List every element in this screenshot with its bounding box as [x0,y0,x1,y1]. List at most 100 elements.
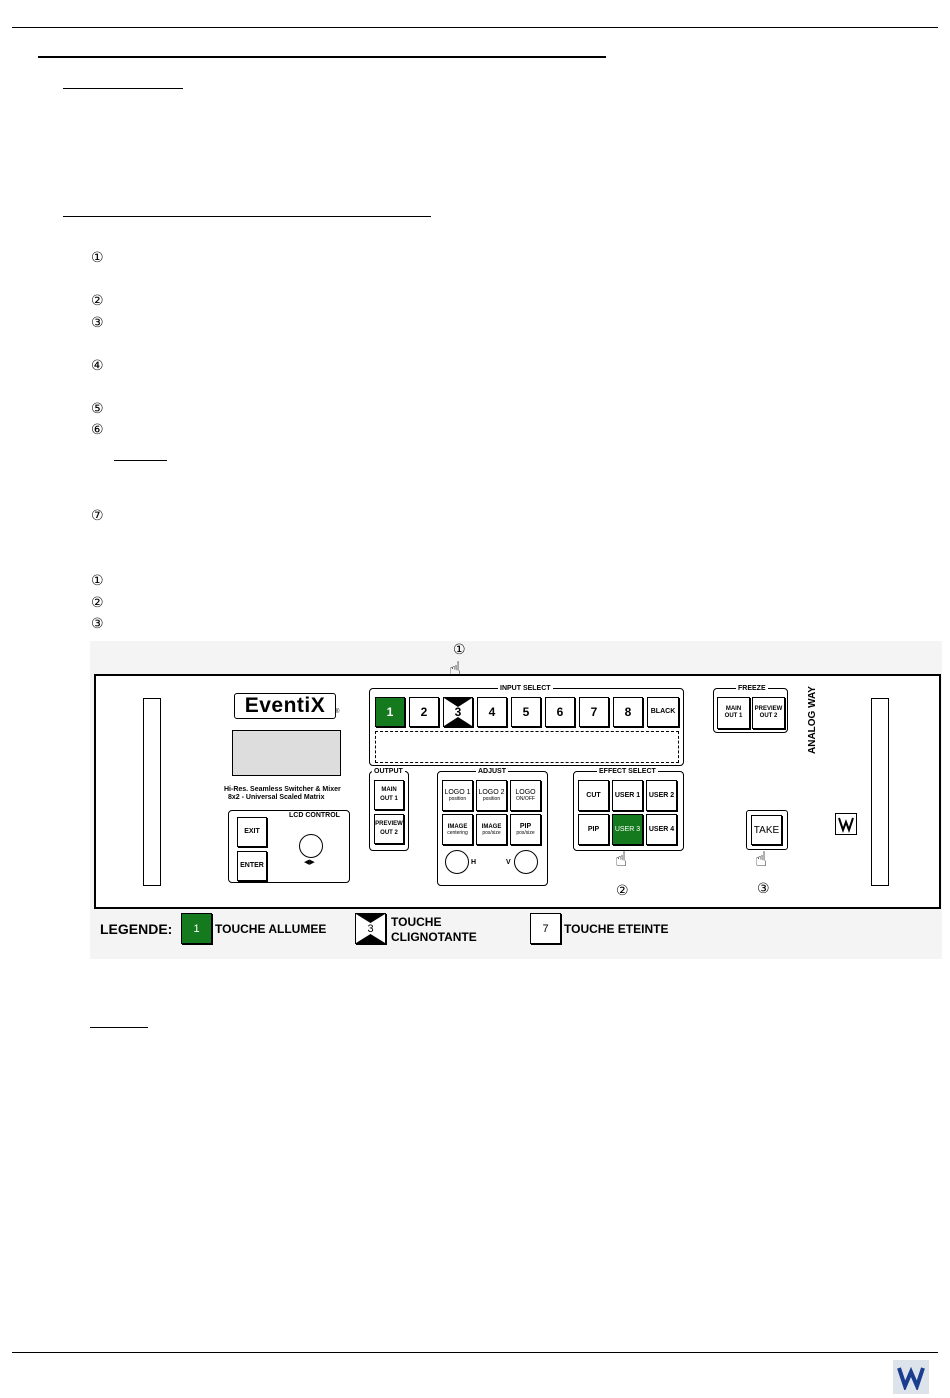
input-button-4[interactable]: 4 [477,697,507,727]
effect-select-title: EFFECT SELECT [597,768,658,775]
exit-button[interactable]: EXIT [237,817,267,847]
effect-select-group: EFFECT SELECT CUT USER 1 USER 2 PIP USER… [573,768,684,851]
output-main-button[interactable]: MAIN OUT 1 [374,780,404,810]
output-group: OUTPUT MAIN OUT 1 PREVIEW OUT 2 [369,768,409,851]
pointing-hand-icon: ☝ [755,847,768,871]
rack-slot-right [871,698,889,886]
freeze-main-line2: OUT 1 [724,713,743,719]
pip-possize-line1: PIP [519,823,532,830]
input-button-8[interactable]: 8 [613,697,643,727]
legend-on-text: TOUCHE ALLUMEE [215,922,327,936]
legend-blink-text: TOUCHE CLIGNOTANTE [391,915,477,945]
brand-logo: EventiX [234,693,336,719]
freeze-main-line1: MAIN [725,706,742,712]
blink-triangles-icon [356,914,385,943]
pip-possize-line2: pos/size [516,830,535,836]
front-panel: EventiX ® Hi-Res. Seamless Switcher & Mi… [94,674,941,909]
section-underline [63,88,183,89]
output-preview-line1: PREVIEW [375,821,403,827]
step-marker: ② [91,595,104,611]
input-button-5[interactable]: 5 [511,697,541,727]
effect-pip-button[interactable]: PIP [578,814,609,845]
input-button-black[interactable]: BLACK [647,697,679,727]
pointing-hand-icon: ☝ [449,657,462,681]
legend-blink-key-label: 3 [367,922,374,935]
input-button-2[interactable]: 2 [409,697,439,727]
note-underline [114,460,167,461]
lcd-control-title: LCD CONTROL [287,812,342,819]
h-label: H [471,859,477,866]
effect-user2-button[interactable]: USER 2 [646,780,677,811]
image-possize-line2: pos/size [482,829,501,836]
pointing-hand-icon: ☝ [615,847,628,871]
freeze-preview-button[interactable]: PREVIEW OUT 2 [752,697,785,729]
enter-button[interactable]: ENTER [237,851,267,881]
legend-off-key: 7 [530,913,561,944]
footer-rule [12,1352,938,1353]
freeze-preview-line2: OUT 2 [759,713,778,719]
step-marker: ⑥ [91,422,104,438]
step-marker: ③ [91,616,104,632]
v-label: V [506,859,511,866]
logo2-line2: position [482,796,501,802]
step-marker: ③ [91,315,104,331]
subtitle-line2: 8x2 - Universal Scaled Matrix [228,794,325,801]
image-centering-button[interactable]: IMAGE centering [442,814,473,845]
output-preview-line2: OUT 2 [380,830,398,836]
callout-1: ① [453,642,466,658]
input-button-7[interactable]: 7 [579,697,609,727]
logoonoff-line1: LOGO [515,789,536,796]
logoonoff-line2: ON/OFF [516,796,535,802]
take-button[interactable]: TAKE [751,815,782,845]
effect-user3-button[interactable]: USER 3 [612,814,643,845]
input-button-3-label: 3 [454,705,462,719]
image-centering-line2: centering [447,829,468,836]
input-button-1[interactable]: 1 [375,697,405,727]
brand-registered: ® [335,709,340,715]
legend-blink-line1: TOUCHE [391,915,442,929]
input-button-6[interactable]: 6 [545,697,575,727]
effect-user1-button[interactable]: USER 1 [612,780,643,811]
v-knob[interactable] [514,850,538,874]
lcd-control-knob[interactable] [299,834,323,858]
brand-name: EventiX [244,694,326,717]
image-centering-line1: IMAGE [447,823,468,830]
h-knob[interactable] [445,850,469,874]
legend-blink-key: 3 [355,913,386,944]
freeze-main-button[interactable]: MAIN OUT 1 [717,697,750,729]
subsection-underline [63,216,431,217]
input-display-area [375,731,679,763]
header-rule [12,27,938,28]
input-select-group: INPUT SELECT 1 2 3 4 5 6 7 8 BLACK [369,685,684,766]
logo-onoff-button[interactable]: LOGO ON/OFF [510,780,541,811]
logo2-position-button[interactable]: LOGO 2 position [476,780,507,811]
subtitle-line1: Hi-Res. Seamless Switcher & Mixer [224,786,341,793]
step-marker: ⑦ [91,508,104,524]
freeze-group: FREEZE MAIN OUT 1 PREVIEW OUT 2 [713,685,788,733]
step-marker: ② [91,293,104,309]
freeze-title: FREEZE [736,685,768,692]
title-underline [38,56,606,58]
blink-triangles-icon [444,698,472,726]
vendor-name: ANALOG WAY [807,686,818,754]
logo1-line2: position [448,796,467,802]
legend-blink-line2: CLIGNOTANTE [391,930,477,944]
effect-cut-button[interactable]: CUT [578,780,609,811]
effect-user4-button[interactable]: USER 4 [646,814,677,845]
vendor-logo-icon [835,813,857,835]
adjust-group: ADJUST LOGO 1 position LOGO 2 position L… [437,768,548,886]
image-possize-button[interactable]: IMAGE pos/size [476,814,507,845]
legend-on-key: 1 [181,913,212,944]
logo2-line1: LOGO 2 [478,789,505,796]
adjust-title: ADJUST [476,768,509,775]
output-preview-button[interactable]: PREVIEW OUT 2 [374,814,404,844]
legend-off-text: TOUCHE ETEINTE [564,922,669,936]
rack-slot-left [143,698,161,886]
pip-possize-button[interactable]: PIP pos/size [510,814,541,845]
legend-label: LEGENDE: [100,921,173,937]
take-frame [746,810,788,850]
freeze-preview-line1: PREVIEW [754,706,783,712]
input-button-3[interactable]: 3 [443,697,473,727]
logo1-position-button[interactable]: LOGO 1 position [442,780,473,811]
arrows-icon: ◀▶ [304,858,315,866]
